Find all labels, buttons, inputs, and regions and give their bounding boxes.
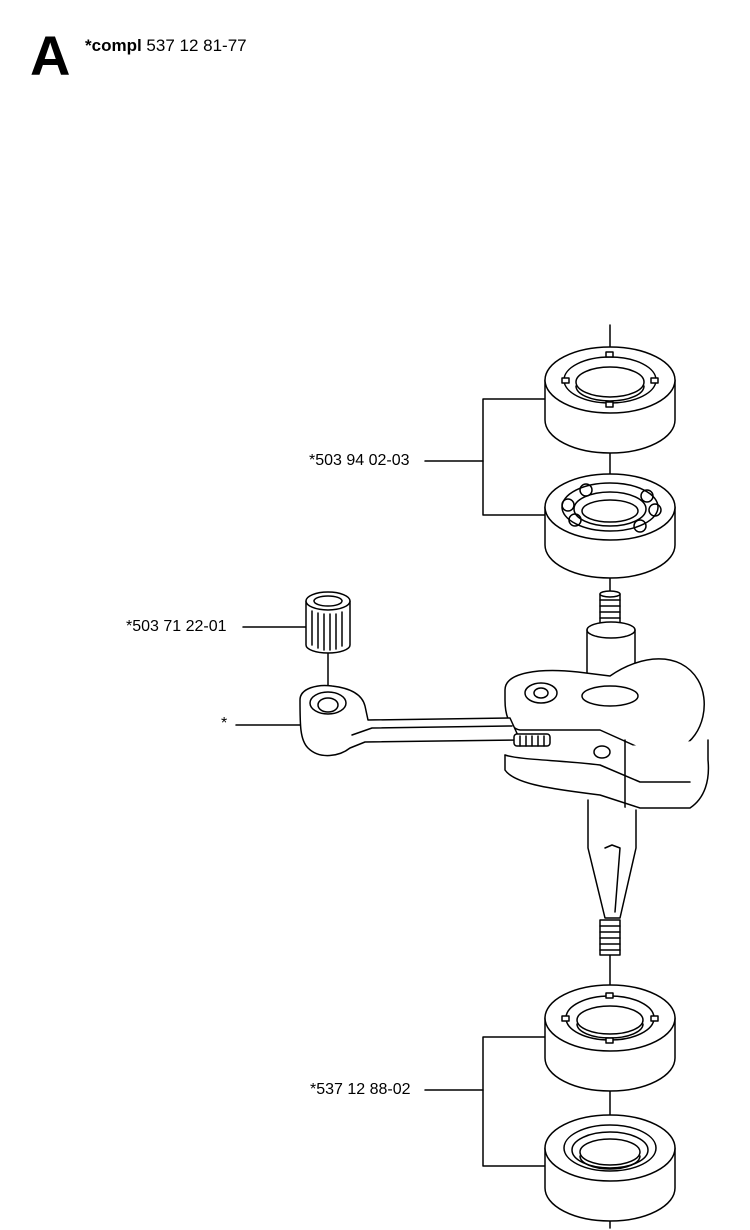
top-bearing-seal	[544, 346, 676, 454]
compl-part-number: *compl 537 12 81-77	[85, 36, 247, 56]
connecting-rod	[299, 684, 551, 757]
compl-prefix: *compl	[85, 36, 142, 55]
bottom-seal-upper	[544, 984, 676, 1092]
needle-bearing	[305, 591, 351, 689]
leader-lines	[235, 398, 546, 1167]
lower-shaft	[587, 799, 637, 956]
callout-seal-bottom: *537 12 88-02	[310, 1081, 411, 1098]
compl-number: 537 12 81-77	[146, 36, 247, 55]
top-ball-bearing	[544, 473, 676, 579]
callout-bearing-top: *503 94 02-03	[309, 452, 410, 469]
bottom-seal-lower	[544, 1114, 676, 1222]
callout-needle-bearing: *503 71 22-01	[126, 618, 227, 635]
callout-crankshaft: *	[221, 715, 228, 732]
crank-web	[504, 658, 710, 811]
section-letter: A	[30, 24, 71, 87]
